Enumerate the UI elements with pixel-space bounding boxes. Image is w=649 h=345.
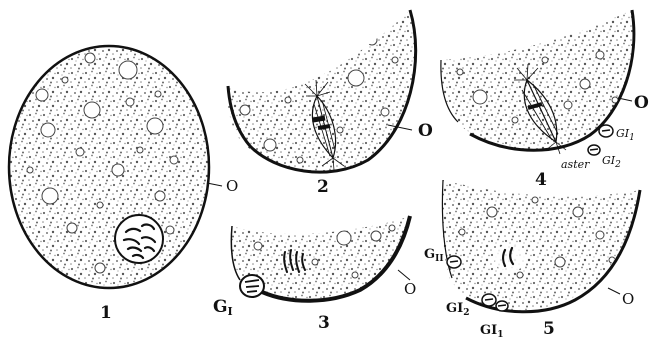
figure-4-gi2-label: GI2 [602, 154, 621, 170]
figure-4: GI1 GI2 aster O 4 [441, 10, 649, 190]
figure-5-number: 5 [543, 319, 555, 339]
figure-3: GI O 3 [213, 216, 416, 333]
figure-5-gi1-label: GI1 [480, 323, 503, 340]
figure-3-number: 3 [318, 313, 330, 333]
figure-2-o-label: O [418, 121, 433, 141]
figure-5-gii-label: GII [424, 247, 444, 264]
figure-2-number: 2 [317, 177, 329, 197]
figure-5-gi2-label: GI2 [446, 301, 469, 318]
figure-5: GII GI2 GI1 O 5 [424, 180, 640, 340]
figure-2: O 2 [227, 10, 433, 197]
figure-4-gi1-label: GI1 [616, 127, 635, 143]
figure-3-o-label: O [404, 280, 416, 298]
figure-5-o-label: O [622, 290, 634, 308]
figure-1-o-label: O [226, 177, 238, 195]
figure-4-aster-label: aster [561, 158, 590, 171]
figure-1: O 1 [9, 46, 238, 323]
figure-1-number: 1 [100, 303, 112, 323]
figure-4-number: 4 [535, 170, 547, 190]
figure-4-o-label: O [634, 93, 649, 113]
figure-3-gi-label: GI [213, 297, 233, 318]
